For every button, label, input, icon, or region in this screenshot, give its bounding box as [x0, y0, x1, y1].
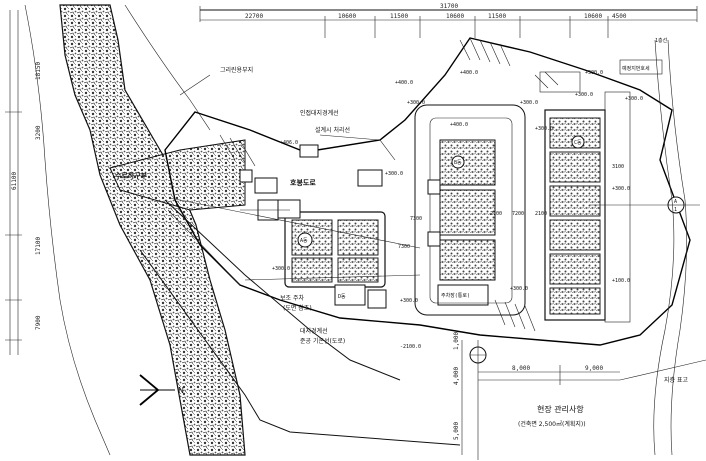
compass-marker-icon	[469, 340, 487, 460]
site-boundary	[164, 37, 691, 346]
svg-text:+300.0: +300.0	[407, 100, 425, 106]
river-branch	[109, 139, 246, 211]
left-dim-2: 61100	[11, 172, 18, 190]
left-dim-3: 17100	[35, 237, 42, 255]
svg-text:2100: 2100	[535, 211, 547, 217]
bridge-road-label: 호봉도로	[290, 178, 316, 187]
parking-lot	[437, 284, 489, 306]
dim-seg-4: 10600	[446, 13, 464, 20]
building-d-label: D동	[338, 294, 346, 300]
svg-text:+406.0: +406.0	[280, 140, 298, 146]
section-marker-icon: A 1	[590, 196, 700, 214]
north-arrow-icon: N	[139, 374, 184, 406]
building-a-label: A동	[300, 238, 308, 244]
parking-label: 주차장(통로)	[441, 292, 470, 299]
river-label: 수로하구부	[115, 171, 148, 180]
dim-seg-2: 10600	[338, 13, 356, 20]
dim-seg-1: 22700	[245, 13, 263, 20]
svg-text:+400.0: +400.0	[460, 70, 478, 76]
svg-text:2100: 2100	[490, 211, 502, 217]
svg-text:+400.0: +400.0	[450, 122, 468, 128]
left-dim-5: 3200	[35, 125, 42, 140]
bottom-box-sub: (건축면 2,500㎡(계획지))	[518, 420, 586, 428]
overall-dimension: 31700	[440, 3, 458, 10]
gate-box	[539, 71, 581, 93]
lower-dim-2: 9,000	[585, 365, 603, 372]
building-b-label: B동	[454, 160, 462, 166]
svg-text:+300.0: +300.0	[520, 100, 538, 106]
svg-text:+300.0: +300.0	[585, 70, 603, 76]
svg-text:1: 1	[674, 207, 677, 213]
guardrail-label: 설계시 처리선	[315, 126, 350, 134]
svg-text:7200: 7200	[512, 211, 524, 217]
bottom-note-box: 현장 관리사항 (건축면 2,500㎡(계획지))	[514, 399, 616, 431]
svg-text:+300.0: +300.0	[625, 96, 643, 102]
right-box-label: 예정지번호세	[622, 65, 650, 72]
dim-seg-5: 11500	[488, 13, 506, 20]
svg-text:+300.0: +300.0	[535, 126, 553, 132]
lower-dimension-chain: 8,000 9,000 4,000 5,000 1,000	[453, 332, 620, 455]
lower-dim-1: 8,000	[512, 365, 530, 372]
svg-text:A: A	[674, 199, 677, 205]
bottom-box-title: 현장 관리사항	[537, 404, 584, 414]
svg-text:+300.0: +300.0	[272, 266, 290, 272]
boundary-note: 대지경계선	[300, 327, 328, 335]
top-right-note: 1층선	[655, 37, 668, 44]
building-c-label: C동	[574, 140, 582, 146]
lower-left-note: 보조 주차	[280, 294, 304, 302]
left-dim-4: 7900	[35, 315, 42, 330]
svg-text:+300.0: +300.0	[400, 298, 418, 304]
left-bank-line	[24, 4, 111, 456]
dim-seg-7: 4500	[612, 13, 627, 20]
svg-text:N: N	[178, 386, 184, 395]
building-c: C동	[544, 109, 606, 321]
loop-road-inner	[429, 117, 513, 304]
svg-text:+400.0: +400.0	[395, 80, 413, 86]
dim-seg-6: 10600	[584, 13, 602, 20]
south-edge-line	[139, 249, 461, 446]
upper-bank-line	[124, 4, 211, 131]
svg-text:7300: 7300	[410, 216, 422, 222]
dim-seg-3: 11500	[390, 13, 408, 20]
green-area-label: 그리린용부지	[220, 66, 253, 74]
svg-text:4,000: 4,000	[453, 367, 460, 385]
top-dimension-chain: 31700 22700 10600 11500 10600 11500 1060…	[199, 3, 698, 38]
svg-text:+300.0: +300.0	[510, 286, 528, 292]
road-blocks	[239, 144, 383, 221]
building-b: B동	[427, 139, 496, 281]
svg-text:5,000: 5,000	[453, 422, 460, 440]
boundary-note-2: 준공 기존선(도로)	[300, 337, 345, 345]
building-d: D동	[334, 284, 387, 309]
lower-boundary	[164, 199, 401, 381]
svg-text:-2100.0: -2100.0	[400, 344, 421, 350]
stone-channel	[59, 4, 246, 456]
lower-left-note-2: (도면 참조)	[283, 304, 312, 312]
right-note: 지층 표고	[664, 376, 688, 384]
building-a: A동	[269, 199, 386, 288]
svg-text:1,000: 1,000	[453, 332, 460, 350]
right-strip	[604, 91, 631, 323]
svg-text:+300.0: +300.0	[612, 186, 630, 192]
left-dim-1: 18150	[35, 62, 42, 80]
contour-right-2	[667, 39, 687, 456]
adjacent-road-label: 인접대지경계선	[300, 109, 339, 117]
svg-text:+100.0: +100.0	[612, 278, 630, 284]
svg-text:+300.0: +300.0	[575, 92, 593, 98]
contour-right-1	[653, 39, 675, 456]
left-dimension-chain: 18150 61100 17100 7900 3200	[5, 10, 42, 355]
svg-text:3100: 3100	[612, 164, 624, 170]
svg-text:+300.0: +300.0	[385, 171, 403, 177]
svg-text:7300: 7300	[398, 244, 410, 250]
loop-road-outer	[414, 104, 526, 316]
